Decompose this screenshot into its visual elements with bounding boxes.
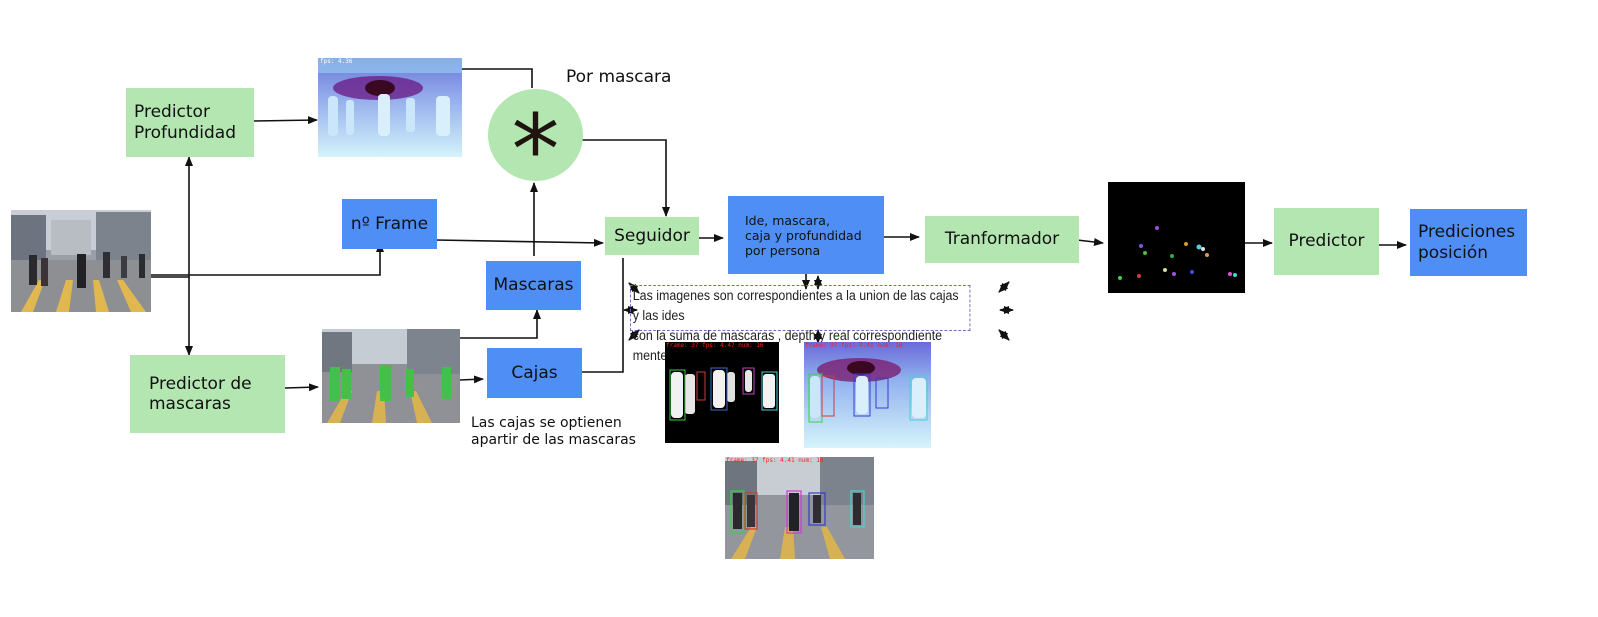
cajas-label: Cajas xyxy=(511,362,558,383)
depth-predictor-node: Predictor Profundidad xyxy=(126,88,254,157)
mask-tracks-picture xyxy=(669,367,778,421)
arrow-depth-predictor-to-depth-image xyxy=(253,116,318,125)
mascaras-label: Mascaras xyxy=(493,275,574,296)
arrow-frame-to-seguidor xyxy=(435,238,604,247)
frame-number-node: nº Frame xyxy=(342,199,437,249)
arrow-mask-predictor-to-mask-image xyxy=(284,383,319,392)
ide-mascara-caja-label: Ide, mascara, caja y profundidad por per… xyxy=(745,212,862,258)
trajectory-points-picture xyxy=(1118,226,1237,280)
real-tracks-caption: frame: 37 fps: 4.41 num: 16 xyxy=(726,457,824,464)
ide-mascara-caja-node: Ide, mascara, caja y profundidad por per… xyxy=(728,196,884,274)
seguidor-node: Seguidor xyxy=(605,217,699,255)
arrow-multiply-to-seguidor xyxy=(580,139,670,217)
depth-tracks-caption: frame: 37 fps: 4.41 num: 16 xyxy=(805,342,903,349)
line-cajas-to-seguidor xyxy=(582,258,624,373)
transformer-label: Tranformador xyxy=(944,229,1060,250)
predictor-label: Predictor xyxy=(1288,231,1365,252)
predictions-node: Prediciones posición xyxy=(1410,209,1527,276)
predictor-node: Predictor xyxy=(1274,208,1379,275)
predictions-label: Prediciones posición xyxy=(1418,222,1516,263)
depth-map-picture xyxy=(318,58,462,157)
mask-overlay-image xyxy=(322,329,460,423)
mask-predictor-node: Predictor de mascaras xyxy=(130,355,285,433)
depth-tracks-picture xyxy=(804,342,931,448)
arrow-mask-image-to-cajas xyxy=(459,375,484,384)
mascaras-node: Mascaras xyxy=(486,261,581,310)
arrow-input-to-depth-predictor xyxy=(150,156,193,278)
note-resize-handles xyxy=(623,275,1014,344)
arrow-input-to-frame xyxy=(150,242,384,276)
real-tracks-image: frame: 37 fps: 4.41 num: 16 xyxy=(725,457,874,559)
cajas-note-label: Las cajas se optienen apartir de las mas… xyxy=(471,415,636,448)
mask-tracks-caption: frame: 37 fps: 4.47 num: 16 xyxy=(666,342,764,349)
input-street-image xyxy=(11,210,151,312)
line-depth-image-to-multiply xyxy=(460,68,533,88)
real-tracks-picture xyxy=(725,457,874,559)
depth-map-image: fps: 4.36 xyxy=(318,58,462,157)
multiply-node: * xyxy=(488,89,583,198)
mask-tracks-image: frame: 37 fps: 4.47 num: 16 xyxy=(665,342,779,443)
depth-image-caption: fps: 4.36 xyxy=(320,58,353,65)
street-scene-picture xyxy=(11,210,151,312)
depth-tracks-image: frame: 37 fps: 4.41 num: 16 xyxy=(804,342,931,448)
frame-number-label: nº Frame xyxy=(350,213,429,234)
multiply-symbol: * xyxy=(511,94,560,206)
transformer-node: Tranformador xyxy=(925,216,1079,263)
arrow-transformer-to-scatter xyxy=(1076,237,1104,246)
union-note-text: Las imagenes son correspondientes a la u… xyxy=(632,288,959,363)
arrow-mask-image-to-mascaras xyxy=(460,309,541,339)
transformer-output-image xyxy=(1108,182,1245,293)
depth-predictor-label: Predictor Profundidad xyxy=(134,102,237,143)
cajas-node: Cajas xyxy=(487,348,582,398)
por-mascara-label: Por mascara xyxy=(566,67,672,87)
union-note-textbox: Las imagenes son correspondientes a la u… xyxy=(630,285,971,363)
seguidor-label: Seguidor xyxy=(614,225,690,246)
mask-predictor-label: Predictor de mascaras xyxy=(149,373,252,414)
mask-overlay-picture xyxy=(322,329,460,423)
